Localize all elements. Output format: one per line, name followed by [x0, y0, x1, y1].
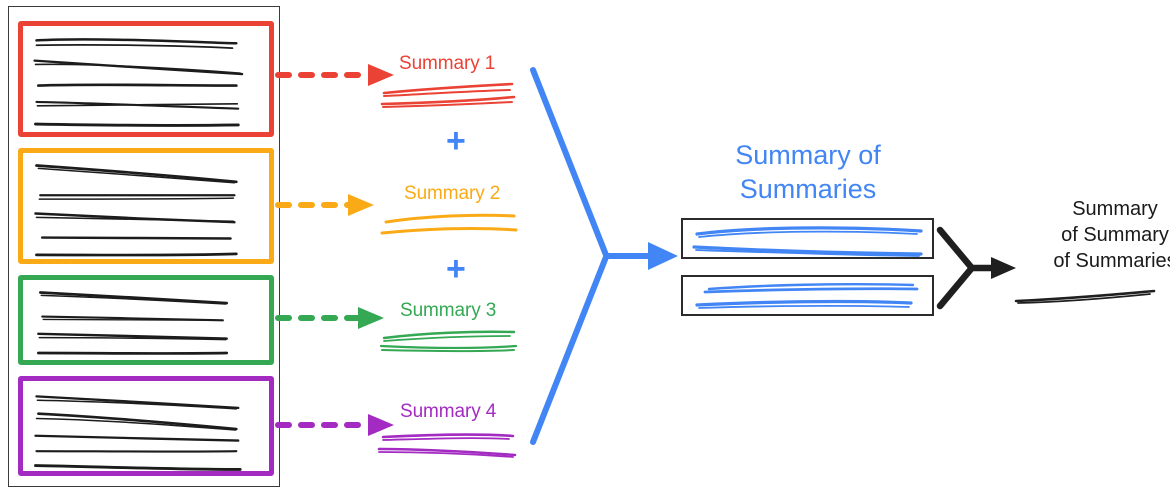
- summary-label-4[interactable]: Summary 4: [400, 401, 497, 422]
- summary-of-summaries-title: Summary of Summaries: [735, 140, 881, 204]
- summary-lines-4: [377, 433, 517, 458]
- plus-operator-2: +: [446, 250, 466, 288]
- blue-merge-arrow: [530, 67, 678, 445]
- sos-box-1-lines: [692, 226, 923, 257]
- document-block-4[interactable]: [18, 376, 274, 476]
- summary-lines-3: [379, 330, 518, 353]
- black-merge-arrow: [936, 226, 1016, 310]
- document-block-3[interactable]: [18, 275, 274, 365]
- dashed-arrow-4: [275, 414, 394, 436]
- summary-lines-1: [380, 82, 516, 108]
- sos-box-2-lines: [695, 283, 919, 309]
- document-block-1[interactable]: [18, 21, 274, 137]
- sos-box-1[interactable]: [681, 218, 934, 259]
- document-lines-1: [33, 38, 244, 127]
- dashed-arrow-1: [275, 64, 394, 86]
- summary-label-2[interactable]: Summary 2: [404, 183, 501, 204]
- plus-operator-1: +: [446, 122, 466, 160]
- summary-lines-2: [380, 213, 518, 235]
- document-block-2[interactable]: [18, 148, 274, 264]
- summary-label-3[interactable]: Summary 3: [400, 300, 497, 321]
- document-lines-2: [34, 164, 238, 257]
- final-summary-title: Summary of Summary of Summaries: [1053, 198, 1170, 272]
- document-lines-4: [34, 395, 242, 471]
- dashed-arrow-3: [275, 307, 384, 329]
- dashed-arrow-2: [275, 194, 374, 216]
- final-summary-line: [1014, 289, 1156, 304]
- document-lines-3: [37, 291, 229, 355]
- sos-box-2[interactable]: [681, 275, 934, 316]
- summary-label-1[interactable]: Summary 1: [399, 53, 496, 74]
